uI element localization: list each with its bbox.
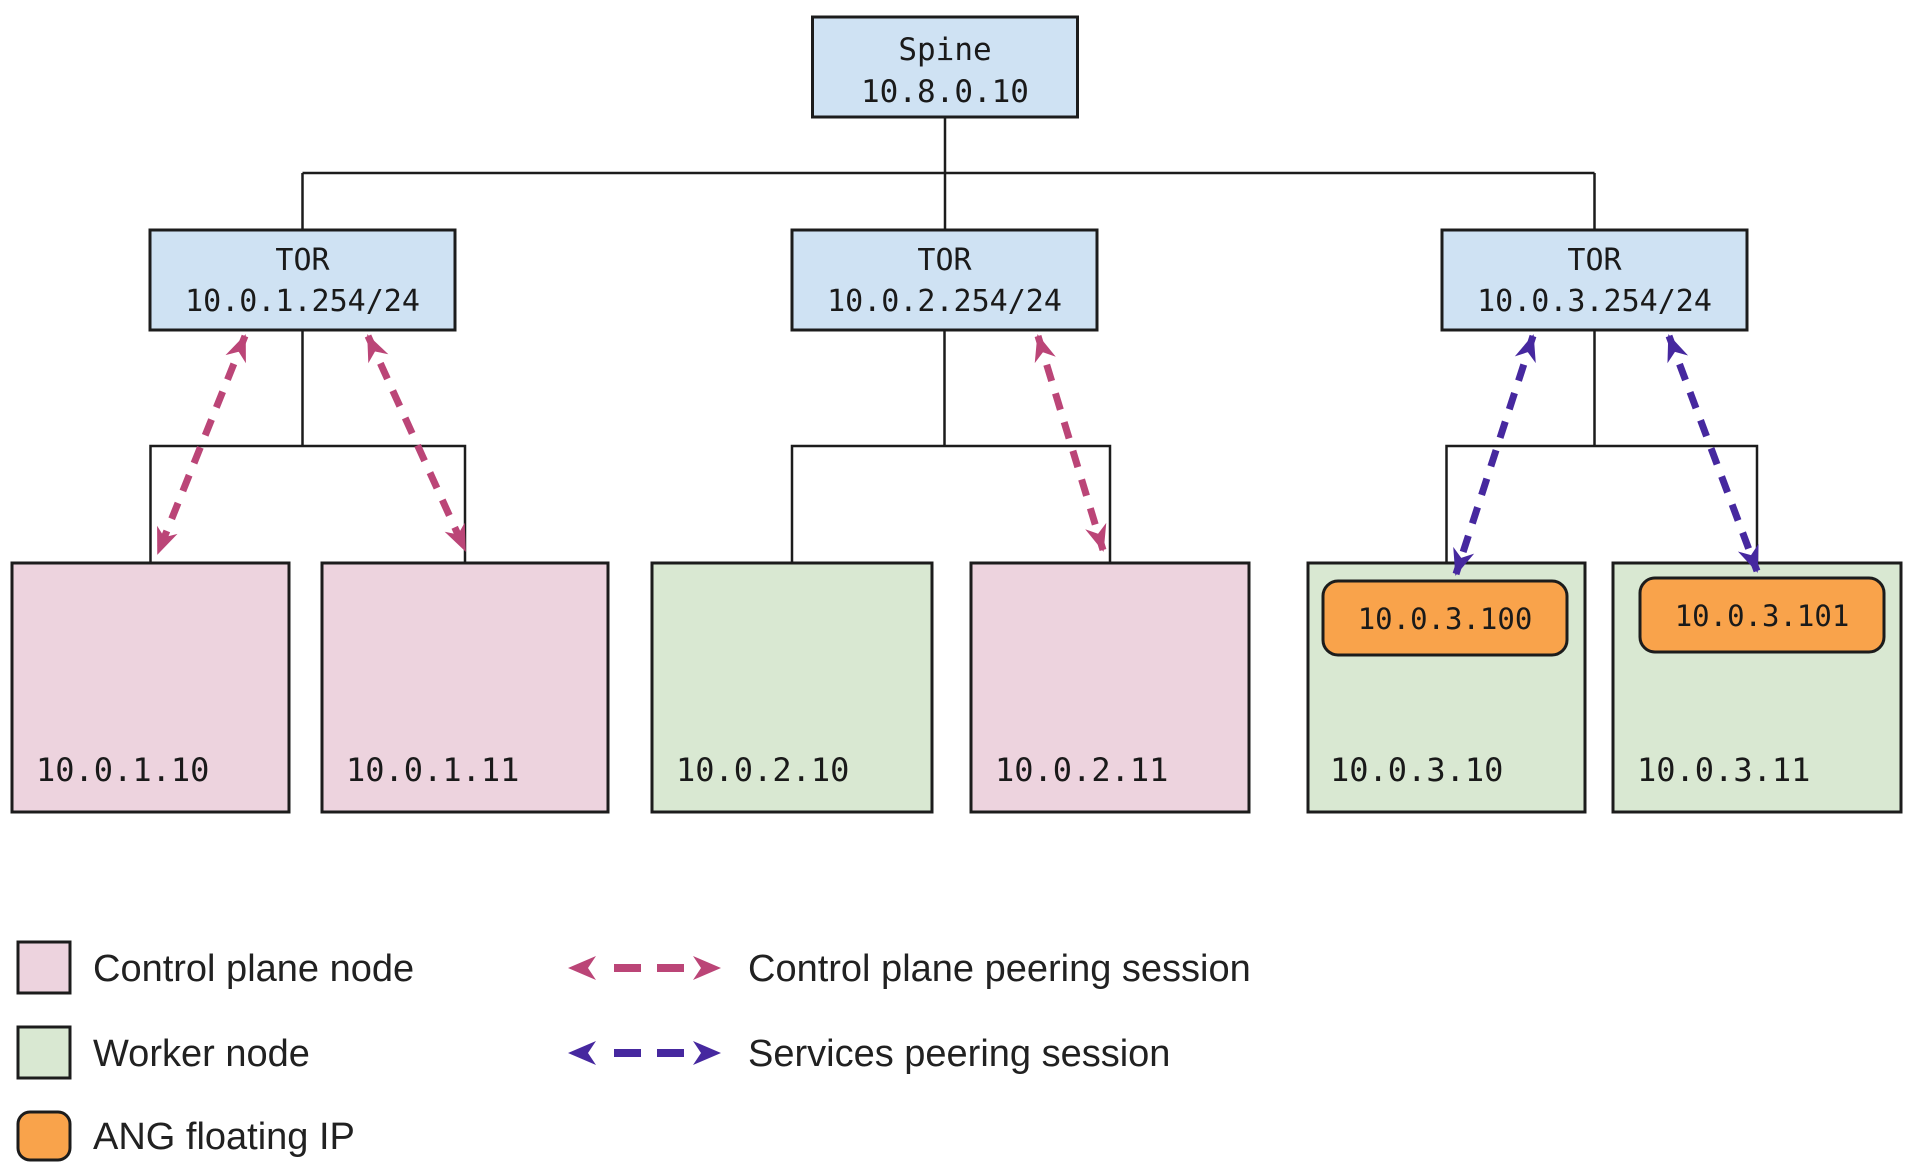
spine-ip-label: 10.8.0.10 (861, 74, 1029, 110)
right-arrowhead-icon (693, 1041, 721, 1065)
control-peering-arrow-tor2-node4 (1034, 334, 1107, 552)
node-box-worker-1 (650, 561, 934, 814)
right-arrowhead-icon (693, 956, 721, 980)
legend-arrow-control-peering (568, 956, 721, 980)
node-box-control-plane-3 (969, 561, 1251, 814)
services-peering-arrow-tor3-node5 (1452, 334, 1537, 576)
tor1-label: TOR (275, 243, 330, 278)
node-box-control-plane-2 (320, 561, 610, 814)
tor1-box (148, 228, 457, 332)
floating-ip-chip-2 (1638, 576, 1886, 654)
legend-label-services-peering: Services peering session (748, 1033, 1170, 1075)
wire-spine-to-trunk (301, 117, 1596, 230)
legend-swatch-worker (16, 1025, 72, 1080)
tor2-label: TOR (917, 243, 972, 278)
tor1-ip-label: 10.0.1.254/24 (185, 284, 420, 319)
tor3-ip-label: 10.0.3.254/24 (1477, 284, 1712, 319)
wire-tor3-to-nodes (1445, 330, 1759, 563)
legend-label-worker: Worker node (93, 1033, 310, 1075)
legend-arrow-services-peering (568, 1041, 721, 1065)
floating-ip-chip-1 (1321, 579, 1569, 657)
control-peering-arrow-tor1-node2 (364, 334, 469, 552)
wire-tor2-to-nodes (790, 330, 1112, 563)
node-ip-label: 10.0.1.10 (36, 751, 209, 789)
left-arrowhead-icon (568, 956, 596, 980)
services-peering-arrow-tor3-node6 (1665, 334, 1761, 573)
legend-label-control-plane: Control plane node (93, 948, 414, 990)
legend-swatch-control-plane (16, 940, 72, 995)
node-ip-label: 10.0.2.11 (995, 751, 1168, 789)
left-arrowhead-icon (568, 1041, 596, 1065)
floating-ip-label: 10.0.3.100 (1358, 602, 1533, 636)
tor3-box (1440, 228, 1749, 332)
tor2-box (790, 228, 1099, 332)
spine-label: Spine (898, 32, 991, 68)
tor3-label: TOR (1567, 243, 1622, 278)
floating-ip-label: 10.0.3.101 (1675, 599, 1850, 633)
node-ip-label: 10.0.3.10 (1330, 751, 1503, 789)
node-box-control-plane-1 (10, 561, 291, 814)
node-ip-label: 10.0.2.10 (676, 751, 849, 789)
node-ip-label: 10.0.1.11 (346, 751, 519, 789)
legend-label-control-peering: Control plane peering session (748, 948, 1251, 990)
node-ip-label: 10.0.3.11 (1637, 751, 1810, 789)
control-peering-arrow-tor1-node1 (154, 334, 249, 555)
legend-label-floating-ip: ANG floating IP (93, 1116, 355, 1158)
tor2-ip-label: 10.0.2.254/24 (827, 284, 1062, 319)
legend-swatch-floating-ip (16, 1110, 72, 1162)
spine-box (811, 15, 1079, 119)
